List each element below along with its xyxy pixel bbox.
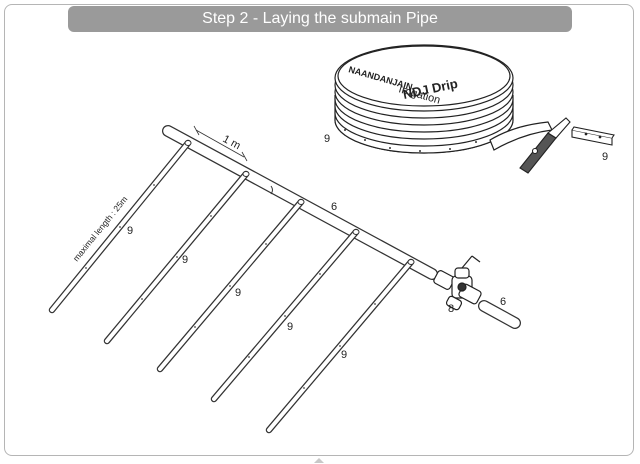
- lateral-label-1: 9: [127, 225, 133, 237]
- segment-label: 6: [500, 296, 506, 308]
- lateral-connectors: [184, 140, 415, 265]
- tee-connector: [433, 255, 482, 311]
- submain-segment: [478, 300, 521, 329]
- diagram-frame: [4, 4, 634, 456]
- spacing-dimension: [193, 125, 248, 162]
- lateral-label-5: 9: [341, 349, 347, 361]
- connector-label: 8: [448, 303, 454, 315]
- drip-tape-reel: [334, 44, 553, 154]
- lateral-label-2: 9: [182, 254, 188, 266]
- submain-label: 6: [331, 201, 337, 213]
- scroll-indicator-icon: [314, 458, 324, 463]
- emitter-dots: [85, 184, 376, 389]
- lateral-label-4: 9: [287, 321, 293, 333]
- page-title: Step 2 - Laying the submain Pipe: [202, 10, 438, 27]
- reel-label: 9: [324, 133, 330, 145]
- cut-tape-piece: [571, 126, 615, 146]
- lateral-label-3: 9: [235, 287, 241, 299]
- spacing-label: 1 m: [221, 133, 243, 152]
- title-bar: Step 2 - Laying the submain Pipe: [68, 6, 572, 32]
- lateral-drip-lines: [48, 139, 415, 434]
- reel-dots: [344, 129, 477, 152]
- knife-icon: [519, 117, 571, 174]
- tape-piece-label: 9: [602, 151, 608, 163]
